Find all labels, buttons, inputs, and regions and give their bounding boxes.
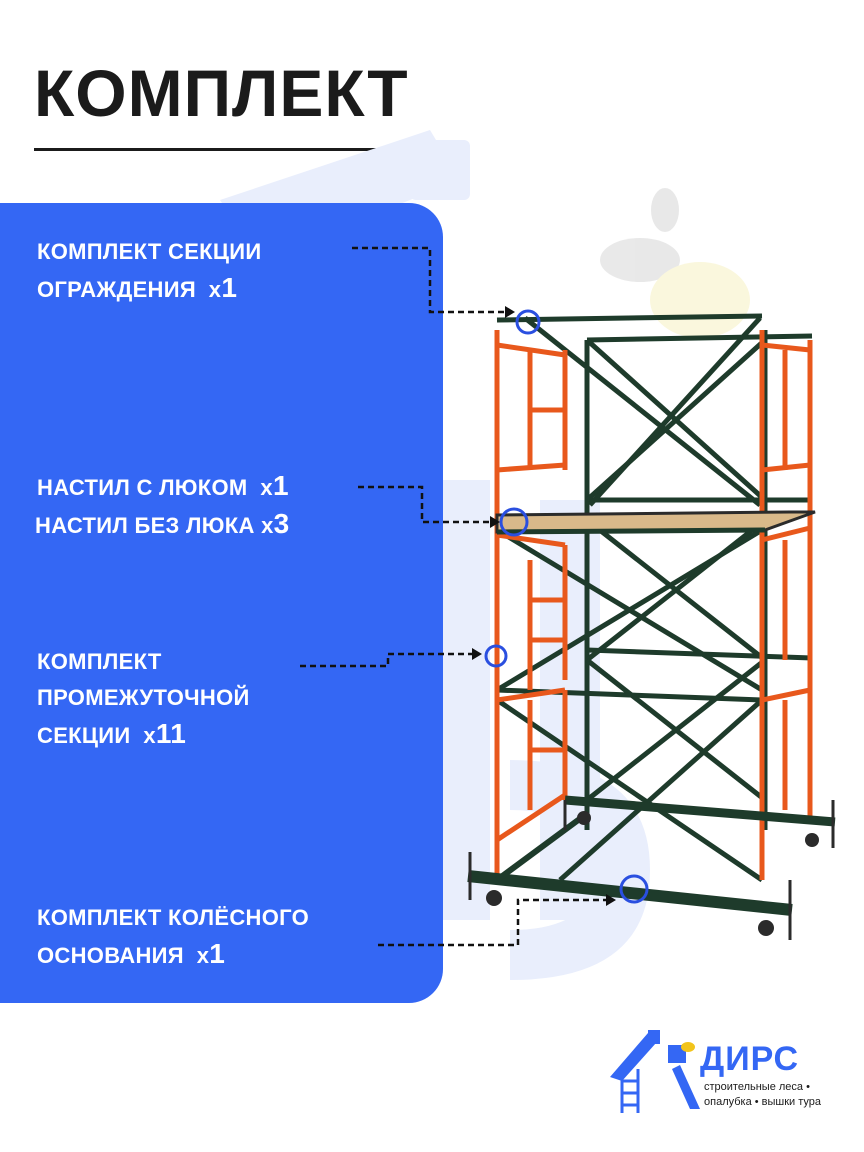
item-intermediate-qty: 11 (155, 718, 187, 749)
item-deck-nohatch-label: НАСТИЛ БЕЗ ЛЮКА (35, 513, 255, 538)
item-wheel-base: КОМПЛЕКТ КОЛЁСНОГО ОСНОВАНИЯ х1 (37, 900, 309, 974)
deck (495, 510, 816, 535)
item-deck-hatch-qty: 1 (272, 470, 289, 501)
title-underline (34, 148, 394, 151)
item-deck-hatch-label: НАСТИЛ С ЛЮКОМ (37, 475, 248, 500)
marker-intermediate (484, 644, 508, 668)
components-panel (0, 203, 443, 1003)
callout-markers (484, 309, 649, 904)
marker-deck (499, 507, 529, 537)
dirs-logo-mark (610, 1030, 700, 1113)
callout-arrows (300, 246, 606, 947)
item-wheel-base-line2: ОСНОВАНИЯ (37, 943, 184, 968)
item-guard-line2: ОГРАЖДЕНИЯ (37, 277, 196, 302)
marker-guard (515, 309, 541, 335)
item-intermediate-line2: ПРОМЕЖУТОЧНОЙ (37, 685, 250, 710)
page-title: КОМПЛЕКТ (34, 56, 409, 130)
logo-tagline-2: опалубка • вышки тура (704, 1096, 822, 1108)
logo-name: ДИРС (700, 1040, 800, 1078)
item-intermediate-section: КОМПЛЕКТ ПРОМЕЖУТОЧНОЙ СЕКЦИИ х11 (37, 644, 250, 754)
item-deck-hatch-qty-prefix: х (260, 475, 273, 500)
item-guard-section: КОМПЛЕКТ СЕКЦИИ ОГРАЖДЕНИЯ х1 (37, 234, 262, 308)
item-intermediate-line3: СЕКЦИИ (37, 723, 131, 748)
item-guard-qty-prefix: х (208, 277, 222, 302)
item-guard-qty: 1 (221, 272, 238, 303)
item-guard-line1: КОМПЛЕКТ СЕКЦИИ (37, 239, 262, 264)
item-wheel-base-qty-prefix: х (196, 943, 210, 968)
item-decks: НАСТИЛ С ЛЮКОМ х1 НАСТИЛ БЕЗ ЛЮКА х3 (35, 468, 290, 544)
wheel-base (467, 795, 836, 940)
item-wheel-base-qty: 1 (209, 938, 226, 969)
item-deck-nohatch-qty: 3 (273, 508, 290, 539)
item-intermediate-qty-prefix: х (143, 723, 156, 748)
item-deck-nohatch-qty-prefix: х (261, 513, 274, 538)
logo-tagline-1: строительные леса • (704, 1081, 810, 1093)
item-wheel-base-line1: КОМПЛЕКТ КОЛЁСНОГО (37, 905, 310, 930)
marker-wheel-base (619, 874, 649, 904)
item-intermediate-line1: КОМПЛЕКТ (37, 649, 162, 674)
